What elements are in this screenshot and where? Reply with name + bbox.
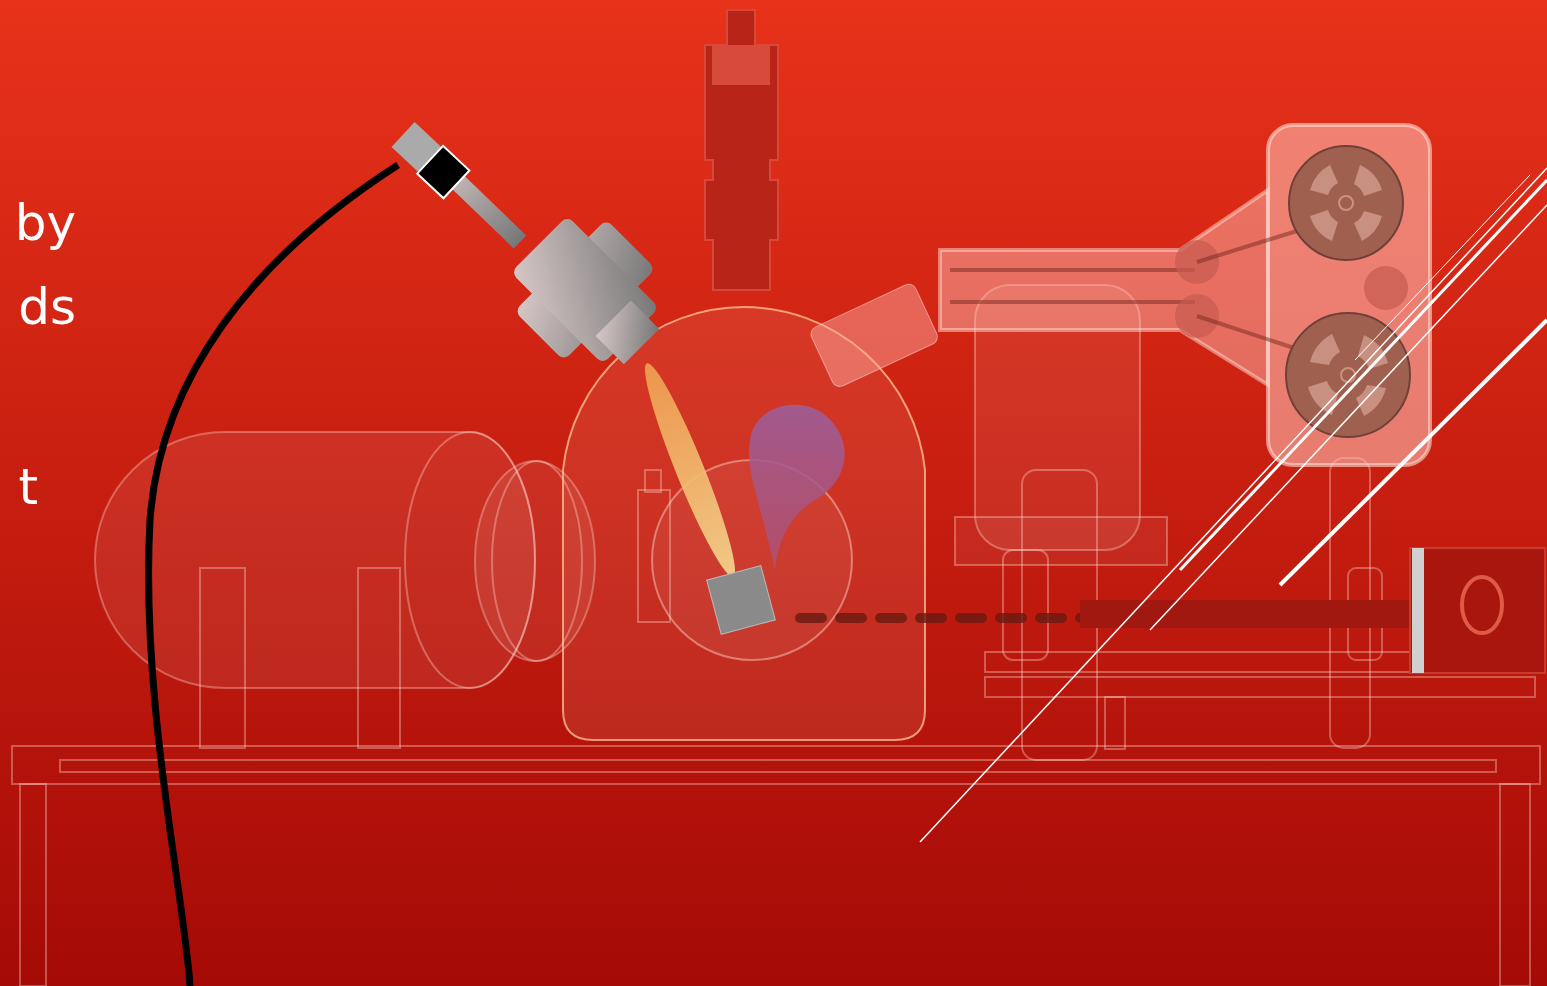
slide-text: t: [18, 462, 38, 512]
tape-arm: [940, 190, 1268, 385]
tape-line: [950, 268, 1195, 272]
tape-line: [950, 300, 1195, 304]
stage-block: [955, 517, 1167, 565]
box-edge: [1412, 548, 1424, 673]
side-port: [808, 282, 940, 390]
reel-box: [1268, 125, 1430, 465]
reel-hole: [1356, 385, 1386, 416]
cylinder-support: [358, 568, 400, 748]
stage-collar: [1003, 550, 1048, 660]
tape: [1197, 230, 1300, 262]
holder-cap: [645, 470, 661, 492]
stage-foot: [1105, 697, 1125, 749]
accent-line: [1150, 205, 1547, 630]
box-hole: [1462, 577, 1502, 633]
reel-hole: [1310, 210, 1338, 241]
tape: [1197, 316, 1300, 350]
cylinder-support: [200, 568, 245, 748]
rod-end-box: [1410, 548, 1545, 673]
target: [707, 566, 776, 635]
accent-line: [920, 168, 1547, 842]
roller: [1364, 266, 1408, 310]
reel-hub: [1339, 196, 1353, 210]
reel: [1289, 146, 1403, 260]
reel-hole: [1354, 211, 1382, 241]
laser-plume: [634, 358, 746, 582]
reel-hole: [1310, 165, 1338, 195]
stage-rail: [985, 677, 1535, 697]
slide-text: ds: [18, 282, 76, 332]
transfer-rod: [1080, 600, 1410, 628]
reel-hole: [1310, 334, 1340, 365]
cable: [149, 165, 398, 986]
top-flange: [705, 10, 778, 290]
probe-flange: [511, 216, 659, 364]
probe-tip: [417, 146, 469, 198]
table-rail: [60, 760, 1496, 772]
plasma-plume: [749, 405, 845, 570]
accent-line: [1280, 320, 1547, 585]
holder: [638, 490, 670, 622]
table-leg: [20, 784, 46, 986]
laser-cylinder: [95, 432, 535, 688]
reel-hole: [1354, 165, 1382, 196]
slide-text: by: [15, 198, 76, 248]
flange-highlight: [712, 45, 770, 85]
accent-line: [1355, 175, 1530, 360]
table-top: [12, 746, 1540, 784]
table-leg: [1500, 784, 1530, 986]
probe-neck: [596, 301, 660, 365]
reel-hub: [1341, 368, 1355, 382]
